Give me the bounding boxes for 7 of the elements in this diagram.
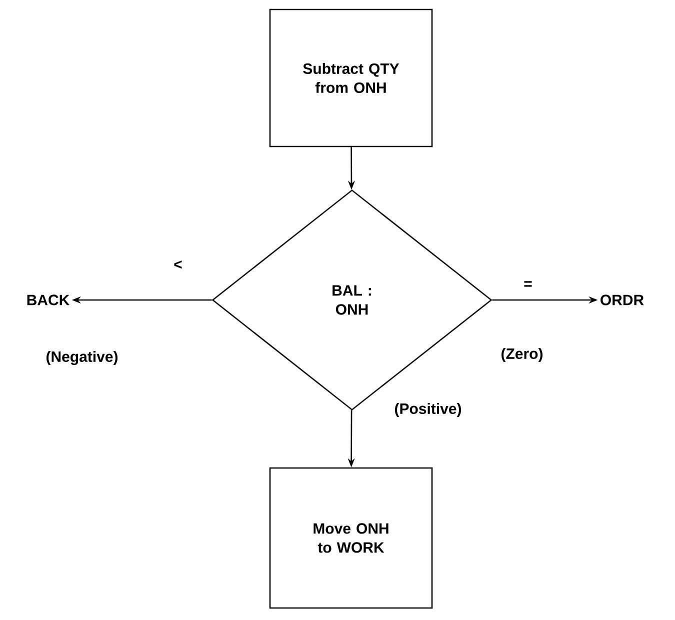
process-box: Move ONH to WORK (269, 467, 433, 609)
condition-label: < (174, 260, 182, 269)
terminal-label: ORDR (600, 294, 644, 306)
terminal-label: BACK (27, 294, 70, 306)
condition-label: = (524, 281, 532, 287)
condition-label: (Negative) (46, 350, 118, 366)
process-box: Subtract QTY from ONH (269, 8, 433, 148)
